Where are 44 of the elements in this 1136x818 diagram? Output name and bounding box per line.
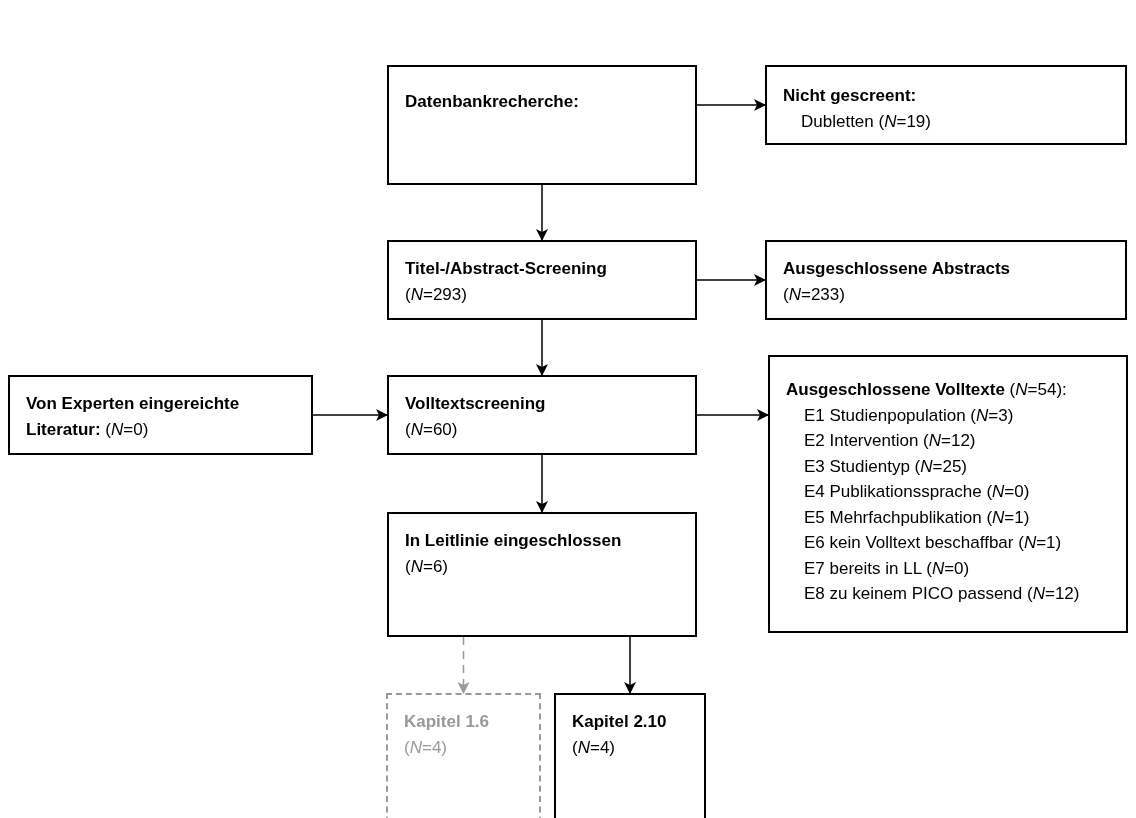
box-text: (N=233) xyxy=(783,283,846,306)
arrow xyxy=(457,636,470,694)
box-heading: Titel-/Abstract-Screening xyxy=(405,258,608,280)
process-box xyxy=(387,240,697,320)
arrow xyxy=(312,409,388,421)
box-text: E7 bereits in LL (N=0) xyxy=(803,557,971,580)
arrow xyxy=(696,99,766,111)
box-text: Dubletten (N=19) xyxy=(800,110,932,133)
box-heading: In Leitlinie eingeschlossen xyxy=(405,530,623,552)
box-heading: Datenbankrecherche: xyxy=(405,91,580,113)
process-box xyxy=(8,375,313,455)
box-heading: Kapitel 2.10 xyxy=(572,711,668,733)
box-text: E3 Studientyp (N=25) xyxy=(803,455,969,478)
arrow xyxy=(696,409,769,421)
process-box xyxy=(554,693,706,818)
box-text: (N=60) xyxy=(405,418,459,441)
box-text: E8 zu keinem PICO passend (N=12) xyxy=(803,583,1081,605)
process-box xyxy=(387,65,697,185)
arrow xyxy=(536,319,548,376)
box-text: (N=6) xyxy=(405,555,449,578)
arrow xyxy=(696,274,766,286)
process-box xyxy=(387,375,697,455)
box-text: (N=4) xyxy=(572,736,616,759)
box-heading: Nicht gescreent: xyxy=(783,85,918,107)
box-text: E2 Intervention (N=12) xyxy=(803,430,977,452)
process-box xyxy=(387,512,697,637)
box-text: (N=4) xyxy=(404,736,448,759)
box-text: E1 Studienpopulation (N=3) xyxy=(803,404,1015,427)
box-heading: Volltextscreening xyxy=(405,393,547,415)
box-heading: Von Experten eingereichte Literatur: (N=0) xyxy=(26,393,241,441)
box-text: E6 kein Volltext beschaffbar (N=1) xyxy=(803,532,1063,554)
process-box xyxy=(386,693,541,818)
arrow xyxy=(624,636,636,694)
process-box xyxy=(768,355,1128,633)
arrow xyxy=(536,454,548,513)
box-text: (N=293) xyxy=(405,283,468,306)
process-box xyxy=(765,240,1127,320)
arrow xyxy=(536,184,548,241)
process-box xyxy=(765,65,1127,145)
box-heading: Ausgeschlossene Volltexte (N=54): xyxy=(786,379,1068,401)
box-heading: Ausgeschlossene Abstracts xyxy=(783,258,1012,280)
box-heading: Kapitel 1.6 xyxy=(404,711,491,733)
box-text: E4 Publikationssprache (N=0) xyxy=(803,481,1031,503)
box-text: E5 Mehrfachpublikation (N=1) xyxy=(803,506,1031,529)
